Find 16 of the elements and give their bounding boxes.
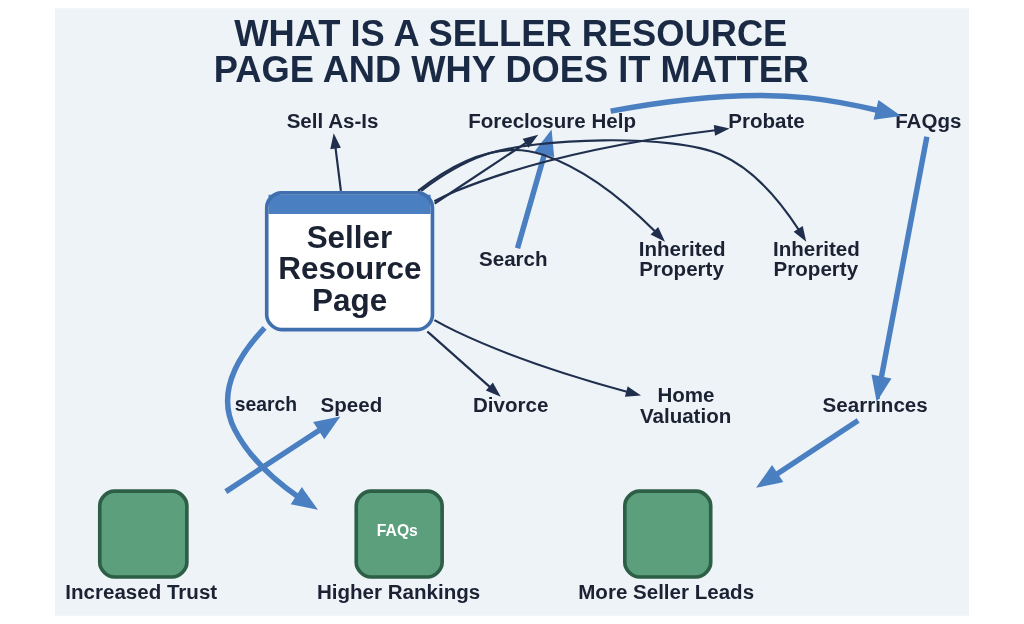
diagram-title: WHAT IS A SELLER RESOURCE PAGE AND WHY DOES IT MATTER <box>213 12 810 91</box>
node-text: Sell As-Is <box>286 109 379 133</box>
edge-label: search <box>234 392 298 415</box>
node-text: Inherited Property <box>638 236 726 281</box>
node-text: Search <box>479 246 548 270</box>
node-text: Divorce <box>472 392 549 416</box>
node-label: More Seller Leads <box>578 579 755 603</box>
node-label: Increased Trust <box>65 579 218 603</box>
node-text: Searrinces <box>822 392 928 416</box>
node-text: FAQgs <box>895 109 962 133</box>
node-text: Home Valuation <box>639 383 732 427</box>
node-text: Inherited Property <box>773 236 860 281</box>
node-text: Speed <box>320 392 383 416</box>
node-text: Foreclosure Help <box>468 109 636 133</box>
node-text: Probate <box>728 109 805 133</box>
node-label: Higher Rankings <box>316 579 481 603</box>
